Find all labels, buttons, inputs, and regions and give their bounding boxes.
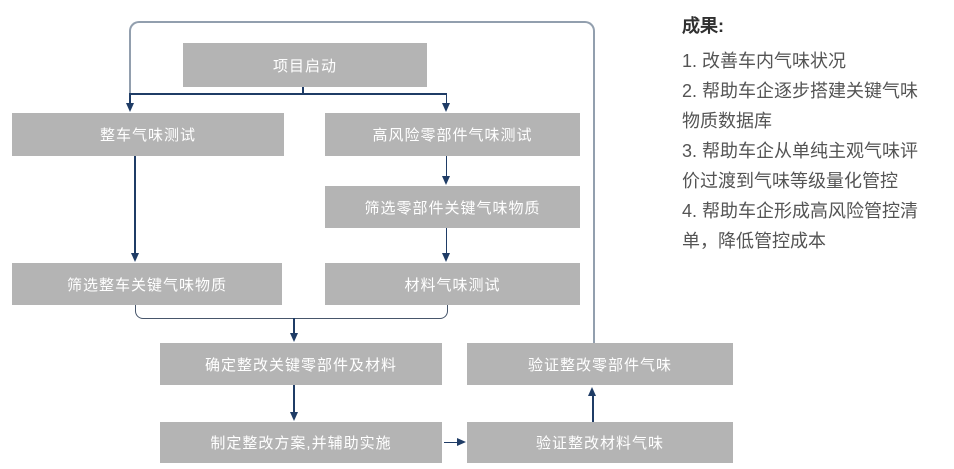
- arrowhead-to-material-test: [442, 253, 450, 262]
- connector-vehicle-test-to-screen: [134, 156, 136, 253]
- connector-verify-material-to-parts: [592, 395, 594, 422]
- connector-branch-right-vertical: [445, 93, 447, 104]
- arrowhead-to-parts-test: [442, 103, 450, 112]
- node-determine-key-parts-materials: 确定整改关键零部件及材料: [160, 343, 442, 385]
- merge-bracket: [135, 305, 448, 319]
- node-rectification-plan: 制定整改方案,并辅助实施: [160, 422, 442, 463]
- feedback-loop-line-right: [429, 21, 595, 345]
- node-parts-key-odor-screening: 筛选零部件关键气味物质: [325, 186, 580, 228]
- connector-branch-horizontal: [129, 93, 447, 95]
- connector-parts-test-to-screen: [445, 156, 447, 176]
- results-item-1: 1. 改善车内气味状况: [682, 51, 847, 71]
- results-item-4: 4. 帮助车企形成高风险管控清单，降低管控成本: [682, 201, 919, 251]
- results-panel: 成果: 1. 改善车内气味状况 2. 帮助车企逐步搭建关键气味物质数据库 3. …: [682, 12, 934, 256]
- arrowhead-to-verify-parts: [588, 386, 596, 396]
- results-title: 成果:: [682, 16, 724, 36]
- node-verify-material-odor: 验证整改材料气味: [467, 422, 733, 463]
- connector-screen-to-material-test: [445, 228, 447, 253]
- results-item-2: 2. 帮助车企逐步搭建关键气味物质数据库: [682, 81, 919, 131]
- connector-start-stub: [302, 87, 304, 94]
- node-project-start: 项目启动: [183, 43, 427, 87]
- arrowhead-to-determine: [289, 333, 298, 342]
- arrowhead-to-parts-screen: [442, 176, 450, 185]
- node-vehicle-key-odor-screening: 筛选整车关键气味物质: [12, 263, 282, 305]
- arrowhead-to-vehicle-test: [125, 103, 134, 112]
- connector-determine-to-plan: [293, 385, 295, 412]
- feedback-loop-line-left: [129, 21, 431, 95]
- connector-plan-to-verify-material: [444, 441, 457, 443]
- arrowhead-to-verify-material: [457, 437, 466, 446]
- connector-merge-stub: [293, 318, 295, 334]
- node-material-odor-test: 材料气味测试: [325, 263, 580, 305]
- arrowhead-to-plan: [289, 412, 298, 421]
- results-item-3: 3. 帮助车企从单纯主观气味评价过渡到气味等级量化管控: [682, 141, 919, 191]
- node-vehicle-odor-test: 整车气味测试: [12, 113, 284, 156]
- arrowhead-to-vehicle-screen: [130, 253, 139, 262]
- node-high-risk-parts-odor-test: 高风险零部件气味测试: [325, 113, 580, 156]
- node-verify-parts-odor: 验证整改零部件气味: [467, 343, 733, 385]
- connector-branch-left-vertical: [129, 93, 131, 104]
